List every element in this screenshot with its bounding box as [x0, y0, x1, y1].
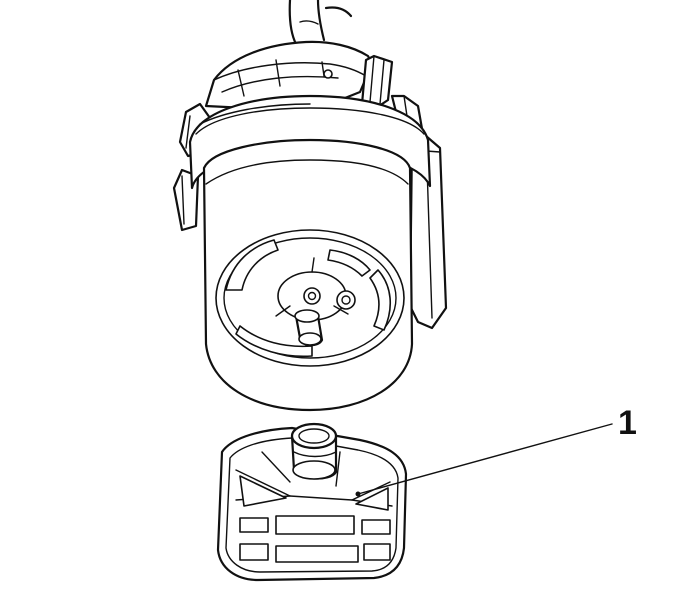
pump-module: [172, 0, 448, 412]
strainer-filter: [216, 422, 408, 582]
callout-label: 1: [618, 404, 637, 442]
pump-face: [225, 239, 392, 358]
callout-1: 1: [355, 404, 637, 497]
leader-dot: [355, 491, 361, 497]
hoses: [288, 0, 353, 46]
leader-line: [357, 423, 613, 495]
